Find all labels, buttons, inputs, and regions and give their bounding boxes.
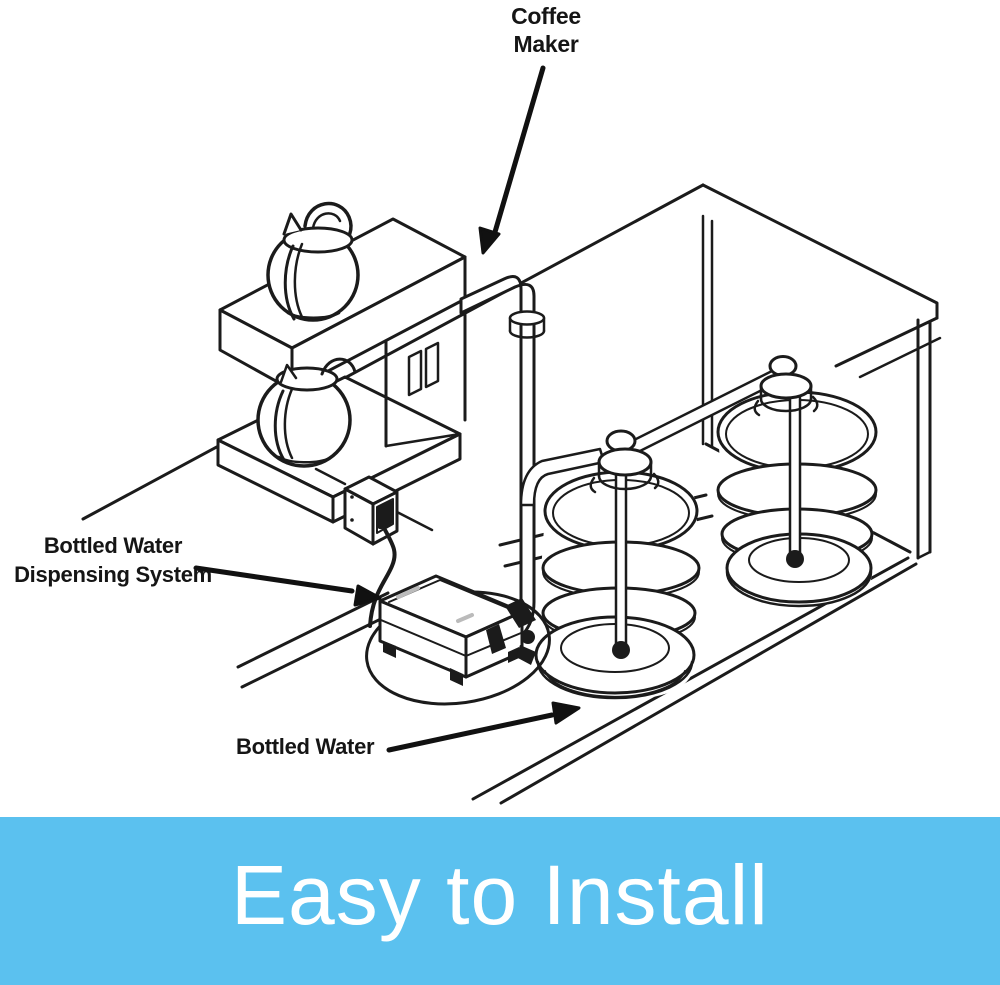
water-bottle-far (716, 390, 878, 608)
callout-bottled-water-label: Bottled Water (236, 734, 375, 759)
callout-coffee-maker-line1: Coffee (511, 3, 581, 29)
arrow-coffee-maker (478, 65, 546, 255)
banner-text: Easy to Install (231, 847, 769, 942)
callout-dispensing-line2: Dispensing System (14, 562, 212, 587)
coffee-carafe-lower (256, 357, 357, 468)
bottle-link-tube (628, 368, 782, 455)
arrow-bottled-water (386, 701, 581, 753)
dip-tube-far (786, 394, 804, 568)
pump-fittings (486, 598, 536, 665)
coffee-carafe-upper (266, 201, 360, 322)
wall-outlet (343, 475, 399, 628)
callout-coffee-maker: Coffee Maker (476, 2, 616, 58)
bottle-cap-near (589, 429, 660, 494)
callout-dispensing-line1: Bottled Water (43, 533, 183, 558)
installation-diagram (81, 65, 942, 805)
water-bottle-near (534, 468, 701, 700)
pipe-union-fitting (508, 310, 546, 339)
dispensing-pump (378, 574, 536, 686)
power-plug (376, 500, 394, 530)
dip-tube-near (612, 470, 630, 659)
callout-bottled-water: Bottled Water (236, 732, 406, 761)
callout-coffee-maker-line2: Maker (513, 31, 579, 57)
bottle-cap-far (753, 355, 819, 417)
easy-to-install-banner: Easy to Install (0, 817, 1000, 985)
callout-dispensing-system: Bottled Water Dispensing System (0, 531, 226, 589)
coffee-maker-illustration (216, 201, 467, 524)
arrow-dispensing-system (193, 565, 382, 607)
wall-line-2 (395, 510, 434, 532)
wall-line (314, 467, 347, 486)
